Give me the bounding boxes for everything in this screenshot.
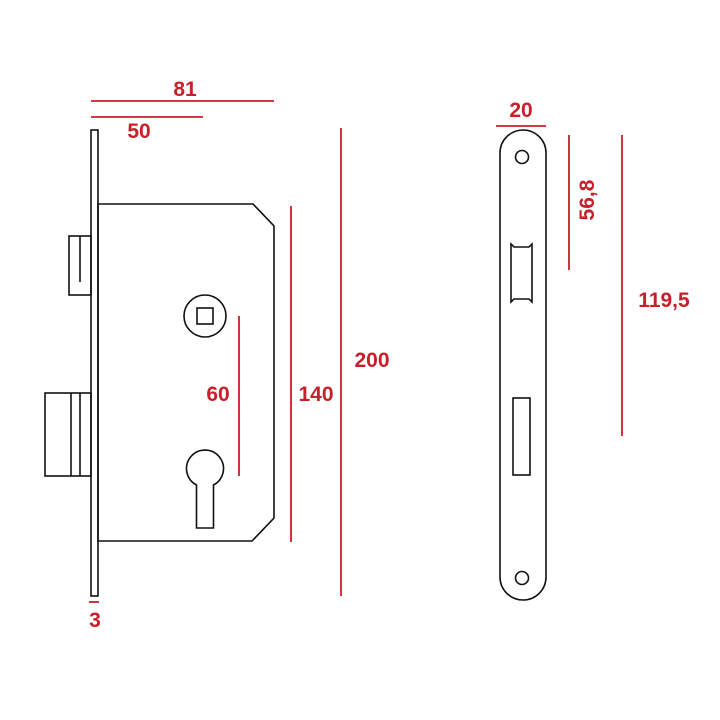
dead-bolt <box>44 392 92 477</box>
label-faceplate-height: 200 <box>354 349 389 372</box>
follower-hub <box>183 294 227 338</box>
label-faceplate-width: 20 <box>509 99 532 122</box>
bolt-opening <box>512 397 531 476</box>
label-faceplate-thickness: 3 <box>89 609 101 632</box>
faceplate-side <box>90 129 99 597</box>
faceplate-front <box>499 129 547 601</box>
faceplate-front-view <box>499 129 547 601</box>
label-handle-to-key: 60 <box>206 383 229 406</box>
screw-hole-bottom <box>514 570 530 586</box>
label-overall-depth: 81 <box>173 78 197 101</box>
lock-side-view <box>44 129 275 597</box>
label-case-height: 140 <box>298 383 333 406</box>
label-top-hole-to-latch: 56,8 <box>576 179 599 220</box>
cylinder-keyhole <box>185 449 225 529</box>
dimension-labels: 81 50 60 140 200 3 20 56,8 119,5 <box>89 78 690 632</box>
label-backset: 50 <box>127 120 150 143</box>
latch-opening <box>510 242 533 304</box>
label-top-hole-to-bolt: 119,5 <box>638 289 690 312</box>
screw-hole-top <box>514 149 530 165</box>
dimension-lines <box>89 100 623 603</box>
square-spindle-hole <box>196 307 214 325</box>
lock-case <box>97 203 275 542</box>
